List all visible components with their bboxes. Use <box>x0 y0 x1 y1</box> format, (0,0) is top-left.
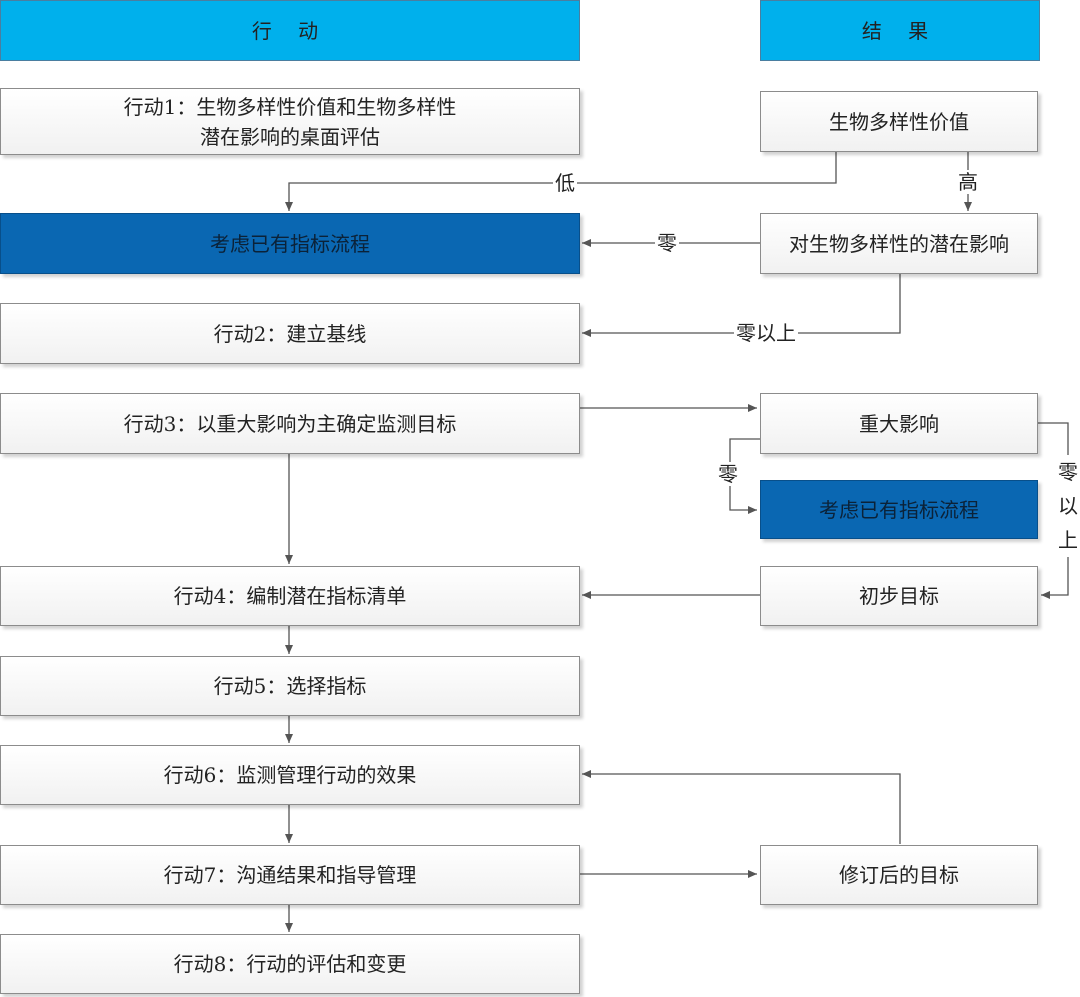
biodiversity-value-label: 生物多样性价值 <box>829 109 969 134</box>
potential-impact-label: 对生物多样性的潜在影响 <box>789 231 1009 256</box>
action-5-label: 行动5：选择指标 <box>213 674 367 698</box>
action-7-label: 行动7：沟通结果和指导管理 <box>163 863 417 887</box>
vertical-char-1: 零 <box>1056 455 1080 489</box>
vertical-char-2: 以 <box>1056 489 1080 523</box>
action-2-label: 行动2：建立基线 <box>213 321 367 346</box>
consider-left-label: 考虑已有指标流程 <box>210 231 370 256</box>
preliminary-goal-box: 初步目标 <box>760 566 1038 626</box>
action-7-box: 行动7：沟通结果和指导管理 <box>0 845 580 905</box>
action-8-box: 行动8：行动的评估和变更 <box>0 934 580 994</box>
arrow-revised-a6 <box>582 770 901 844</box>
potential-impact-box: 对生物多样性的潜在影响 <box>760 213 1038 274</box>
header-actions-label: 行 动 <box>251 18 329 43</box>
action-3-label: 行动3：以重大影响为主确定监测目标 <box>123 411 457 436</box>
biodiversity-value-box: 生物多样性价值 <box>760 91 1038 152</box>
major-impact-label: 重大影响 <box>859 411 939 436</box>
header-results: 结 果 <box>760 0 1040 61</box>
action-1-line1: 行动1：生物多样性价值和生物多样性 <box>123 94 457 119</box>
edge-label-vertical-above-zero: 零 以 上 <box>1056 455 1080 557</box>
action-6-box: 行动6：监测管理行动的效果 <box>0 745 580 805</box>
consider-existing-process-left: 考虑已有指标流程 <box>0 213 580 274</box>
edge-label-low: 低 <box>553 171 577 195</box>
action-1-line2: 潜在影响的桌面评估 <box>200 124 380 149</box>
revised-goal-box: 修订后的目标 <box>760 845 1038 905</box>
action-6-label: 行动6：监测管理行动的效果 <box>163 763 417 787</box>
arrow-above-zero <box>582 274 901 337</box>
action-5-box: 行动5：选择指标 <box>0 656 580 716</box>
header-actions: 行 动 <box>0 0 580 61</box>
vertical-char-3: 上 <box>1056 523 1080 557</box>
major-impact-box: 重大影响 <box>760 393 1038 454</box>
action-1-box: 行动1：生物多样性价值和生物多样性 潜在影响的桌面评估 <box>0 88 580 155</box>
consider-right-label: 考虑已有指标流程 <box>819 497 979 522</box>
edge-label-zero: 零 <box>655 231 679 255</box>
preliminary-goal-label: 初步目标 <box>859 584 939 608</box>
action-4-box: 行动4：编制潜在指标清单 <box>0 566 580 626</box>
revised-goal-label: 修订后的目标 <box>839 863 959 887</box>
header-results-label: 结 果 <box>861 18 939 43</box>
action-3-box: 行动3：以重大影响为主确定监测目标 <box>0 393 580 454</box>
action-4-label: 行动4：编制潜在指标清单 <box>173 584 407 608</box>
action-8-label: 行动8：行动的评估和变更 <box>173 952 407 976</box>
edge-label-high: 高 <box>956 170 980 194</box>
action-2-box: 行动2：建立基线 <box>0 303 580 364</box>
edge-label-above-zero: 零以上 <box>734 321 798 345</box>
consider-existing-process-right: 考虑已有指标流程 <box>760 480 1038 539</box>
edge-label-zero-major: 零 <box>716 462 740 486</box>
